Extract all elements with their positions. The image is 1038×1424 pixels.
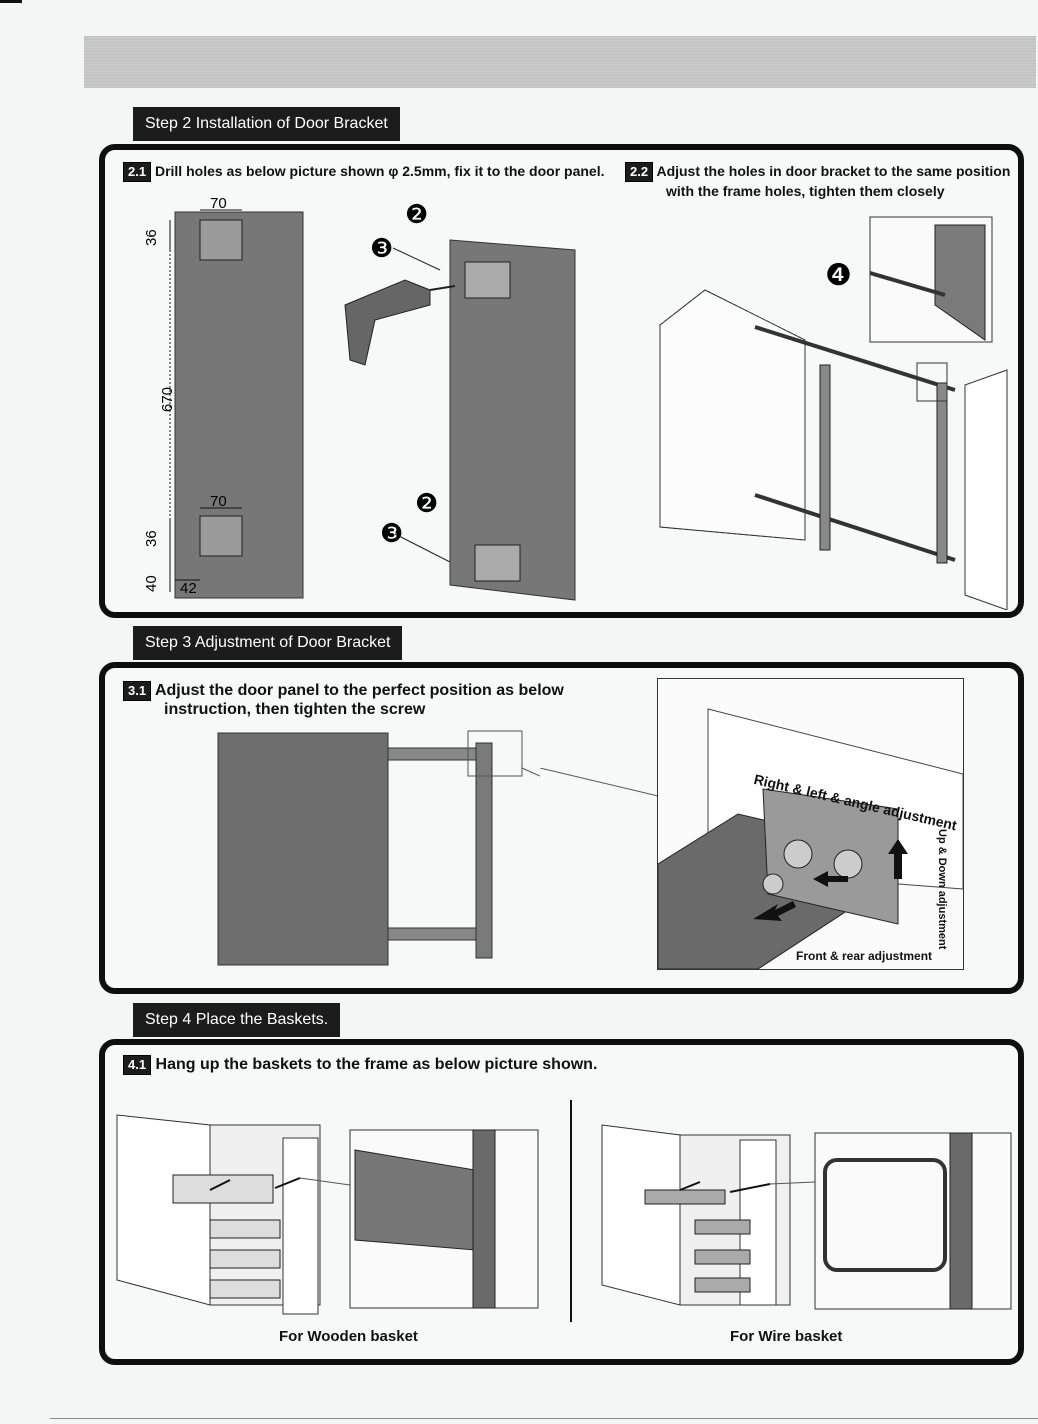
label-front-rear: Front & rear adjustment	[796, 949, 933, 963]
wire-basket-top	[644, 1189, 726, 1205]
step2-2-instruction: 2.2 Adjust the holes in door bracket to …	[625, 162, 1010, 182]
marker-2-top: ❷	[405, 200, 428, 229]
step3-title: Step 3 Adjustment of Door Bracket	[133, 626, 403, 660]
bottom-rule	[50, 1418, 1038, 1419]
step2-1-instruction: 2.1 Drill holes as below picture shown φ…	[123, 162, 605, 182]
door-side-panel	[964, 369, 1008, 610]
step2-2-line1: Adjust the holes in door bracket to the …	[656, 163, 1011, 179]
step4-1-badge: 4.1	[123, 1055, 152, 1075]
door-dimension-drawing: 70 36 670 70 36 40 42	[143, 195, 304, 599]
step2-2-badge: 2.2	[625, 162, 654, 182]
door-bracket-bottom	[474, 544, 521, 582]
wire-basket-drawing	[601, 1124, 1012, 1310]
step4-title: Step 4 Place the Baskets.	[133, 1003, 341, 1037]
step3-1-line2: instruction, then tighten the screw	[164, 701, 426, 718]
step2-1-text: Drill holes as below picture shown φ 2.5…	[154, 163, 605, 179]
zoom-connector	[540, 768, 659, 797]
wire-detail-inset	[814, 1132, 1012, 1310]
label-up-down: Up & Down adjustment	[936, 829, 948, 950]
drill-icon	[344, 279, 431, 366]
dim-top-width: 70	[210, 195, 227, 212]
door-panel-perspective	[449, 239, 576, 601]
marker-3-bottom: ❸	[380, 518, 403, 548]
door-panel-front	[217, 732, 389, 966]
step4-1-instruction: 4.1 Hang up the baskets to the frame as …	[123, 1055, 597, 1075]
wooden-cabinet-side	[116, 1114, 211, 1306]
dim-bottom-height: 36	[143, 530, 160, 547]
caption-wooden-basket: For Wooden basket	[279, 1328, 418, 1345]
zoom-box	[467, 730, 523, 777]
dim-middle-height: 670	[159, 387, 176, 412]
wire-cabinet-side	[601, 1124, 681, 1306]
caption-wire-basket: For Wire basket	[730, 1328, 843, 1345]
header-band	[84, 36, 1036, 88]
up-down-arrow-icon	[888, 839, 908, 879]
frame-bracket-drawing: ❹	[659, 216, 1008, 610]
adjustment-detail-box: Right & left & angle adjustment Up & Dow…	[657, 678, 964, 970]
corner-mark	[0, 0, 22, 3]
bottom-hinge-plate	[199, 515, 243, 557]
door-bracket-top	[464, 261, 511, 299]
step3-1-badge: 3.1	[123, 681, 152, 701]
top-hinge-plate	[199, 219, 243, 261]
dim-base-height: 40	[143, 575, 160, 592]
dim-base-width: 42	[180, 580, 197, 597]
step2-2-line2: with the frame holes, tighten them close…	[666, 183, 945, 199]
step2-title: Step 2 Installation of Door Bracket	[133, 107, 400, 141]
front-rear-arrow-icon	[753, 901, 796, 921]
column-divider	[570, 1100, 572, 1322]
marker-2-bottom: ❷	[415, 488, 438, 518]
wooden-basket-top	[172, 1174, 274, 1204]
step3-1-instruction: 3.1 Adjust the door panel to the perfect…	[123, 681, 564, 701]
marker-4: ❹	[825, 259, 852, 292]
drill-fixing-drawing: ❷ ❸ ❷ ❸	[344, 200, 576, 601]
door-position-drawing	[217, 730, 540, 966]
step3-1-line1: Adjust the door panel to the perfect pos…	[154, 682, 564, 699]
step2-1-badge: 2.1	[123, 162, 152, 182]
left-right-arrow-icon	[813, 871, 848, 887]
dim-bottom-width: 70	[210, 493, 227, 510]
hinge-plate-closeup	[762, 788, 899, 925]
dim-top-height: 36	[143, 229, 160, 246]
marker-3-top: ❸	[370, 233, 393, 263]
step4-1-text: Hang up the baskets to the frame as belo…	[155, 1056, 598, 1073]
wooden-basket-drawing	[116, 1114, 539, 1315]
